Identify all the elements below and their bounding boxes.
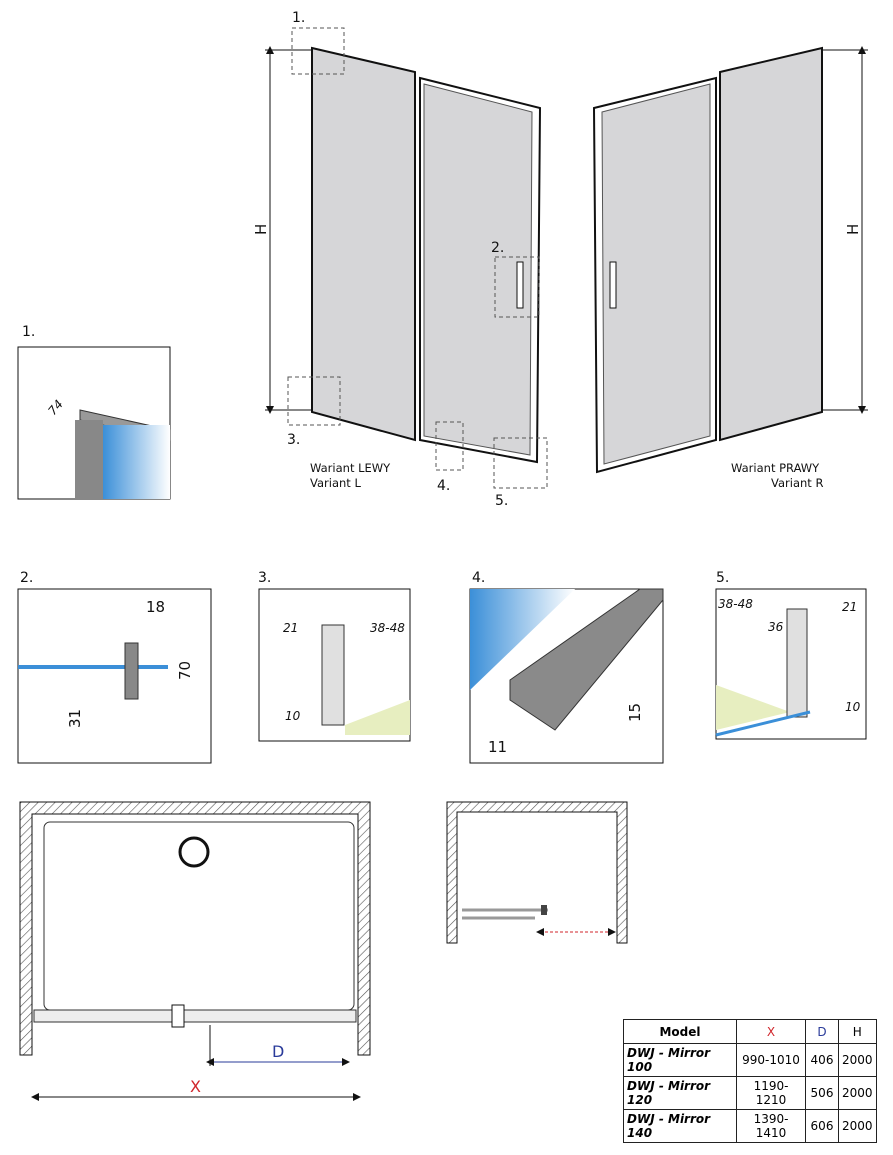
detail-3: 3. 21 38-48 10 xyxy=(258,570,411,742)
model-table: Model X D H DWJ - Mirror 100 990-1010 40… xyxy=(623,1019,877,1143)
detail-2-height: 70 xyxy=(176,661,194,680)
cell-model: DWJ - Mirror 140 xyxy=(623,1109,737,1143)
cell-x: 1390-1410 xyxy=(736,1109,806,1143)
cell-h: 2000 xyxy=(838,1109,877,1143)
variant-right-subtitle: Variant R xyxy=(771,476,823,490)
detail-1: 1. 74 xyxy=(17,324,171,500)
cell-d: 406 xyxy=(805,1043,839,1077)
variant-left-title: Wariant LEWY xyxy=(310,461,391,475)
detail-5-d: 10 xyxy=(845,700,861,714)
detail-5-title: 5. xyxy=(716,570,729,586)
elevation-left-variant: H 1. 2. 3. 4. 5. Wariant LEWY Variant L xyxy=(252,10,548,509)
cell-d: 606 xyxy=(805,1109,839,1143)
table-row: DWJ - Mirror 100 990-1010 406 2000 xyxy=(623,1043,877,1077)
detail-2: 2. 18 70 31 xyxy=(17,570,212,764)
detail-3-b: 38-48 xyxy=(370,621,405,635)
variant-right-title: Wariant PRAWY xyxy=(731,461,820,475)
cell-model: DWJ - Mirror 120 xyxy=(623,1076,737,1110)
callout-1: 1. xyxy=(292,10,305,26)
variant-left-subtitle: Variant L xyxy=(310,476,361,490)
detail-2-offset: 31 xyxy=(66,709,84,728)
cell-x: 1190-1210 xyxy=(736,1076,806,1110)
callout-4: 4. xyxy=(437,478,450,494)
detail-4-height: 15 xyxy=(626,703,644,722)
table-row: DWJ - Mirror 120 1190-1210 506 2000 xyxy=(623,1076,877,1110)
callout-5: 5. xyxy=(495,493,508,509)
header-h: H xyxy=(838,1019,877,1044)
plan-x-label: X xyxy=(190,1077,201,1096)
detail-5-c: 36 xyxy=(768,620,784,634)
callout-2: 2. xyxy=(491,240,504,256)
detail-1-title: 1. xyxy=(22,324,35,340)
detail-4-width: 11 xyxy=(488,738,507,756)
door-opening-plan xyxy=(446,801,628,944)
detail-4-title: 4. xyxy=(472,570,485,586)
detail-5-b: 21 xyxy=(842,600,857,614)
detail-3-title: 3. xyxy=(258,570,271,586)
detail-3-a: 21 xyxy=(283,621,298,635)
table-row: DWJ - Mirror 140 1390-1410 606 2000 xyxy=(623,1109,877,1143)
cell-d: 506 xyxy=(805,1076,839,1110)
header-d: D xyxy=(805,1019,839,1044)
detail-2-title: 2. xyxy=(20,570,33,586)
detail-2-width: 18 xyxy=(146,598,165,616)
cell-h: 2000 xyxy=(838,1076,877,1110)
height-label-right: H xyxy=(844,224,862,235)
detail-5-a: 38-48 xyxy=(718,597,753,611)
detail-5: 5. 38-48 21 36 10 xyxy=(715,570,867,740)
callout-3: 3. xyxy=(287,432,300,448)
header-model: Model xyxy=(623,1019,737,1044)
detail-3-c: 10 xyxy=(285,709,301,723)
table-header: Model X D H xyxy=(623,1019,877,1044)
height-label: H xyxy=(252,224,270,235)
elevation-right-variant: H Wariant PRAWY Variant R xyxy=(592,46,868,490)
plan-d-label: D xyxy=(272,1042,284,1061)
cell-h: 2000 xyxy=(838,1043,877,1077)
header-x: X xyxy=(736,1019,806,1044)
cell-model: DWJ - Mirror 100 xyxy=(623,1043,737,1077)
plan-view: D X xyxy=(19,801,371,1101)
detail-4: 4. 15 11 xyxy=(469,570,664,764)
cell-x: 990-1010 xyxy=(736,1043,806,1077)
